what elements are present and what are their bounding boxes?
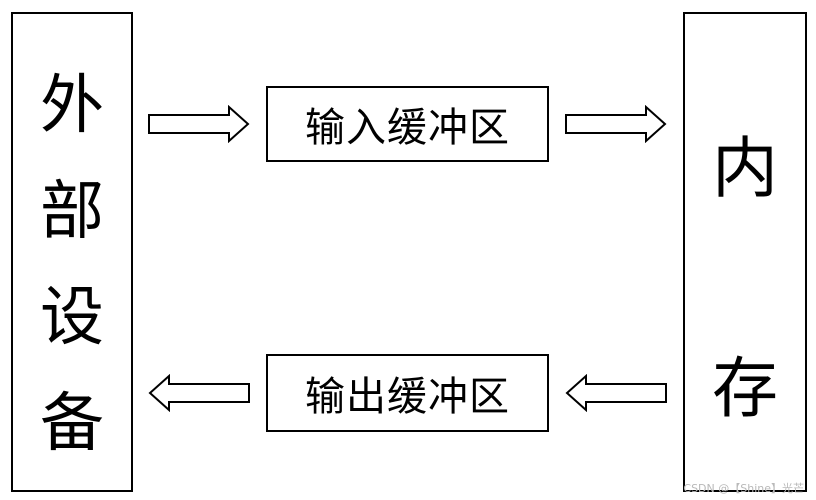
external-device-char: 部: [40, 175, 104, 249]
memory-char: 存: [712, 350, 778, 427]
arrow-right-icon: [148, 105, 250, 143]
external-device-box: 外 部 设 备: [11, 12, 133, 492]
watermark: CSDN @【Shine】光芒: [683, 482, 804, 495]
external-device-char: 备: [40, 387, 104, 461]
input-buffer-box: 输入缓冲区: [266, 86, 549, 162]
arrow-left-icon: [565, 374, 667, 412]
external-device-char: 设: [40, 281, 104, 355]
arrow-right-icon: [565, 105, 667, 143]
input-buffer-label: 输入缓冲区: [305, 105, 510, 151]
external-device-char: 外: [40, 69, 104, 143]
arrow-left-icon: [148, 374, 250, 412]
output-buffer-label: 输出缓冲区: [305, 374, 510, 420]
memory-box: 内 存: [683, 12, 807, 492]
memory-char: 内: [712, 130, 778, 207]
output-buffer-box: 输出缓冲区: [266, 354, 549, 432]
